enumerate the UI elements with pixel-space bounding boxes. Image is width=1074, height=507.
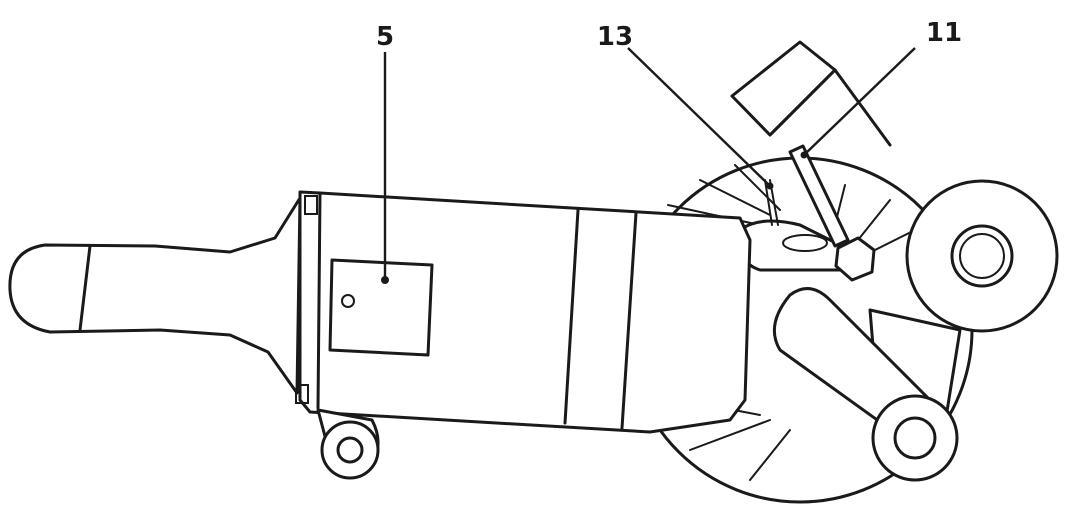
callout-13: 13 bbox=[597, 22, 774, 190]
callout-label-13: 13 bbox=[597, 22, 633, 52]
wrench bbox=[788, 144, 876, 282]
tool-body bbox=[295, 190, 752, 434]
rear-wheel bbox=[316, 408, 380, 480]
callout-label-11: 11 bbox=[926, 18, 962, 48]
callout-label-5: 5 bbox=[376, 22, 394, 52]
callout-11: 11 bbox=[800, 18, 962, 159]
callout-5: 5 bbox=[376, 22, 394, 280]
roller-assembly bbox=[772, 179, 1059, 482]
handle bbox=[8, 196, 302, 395]
